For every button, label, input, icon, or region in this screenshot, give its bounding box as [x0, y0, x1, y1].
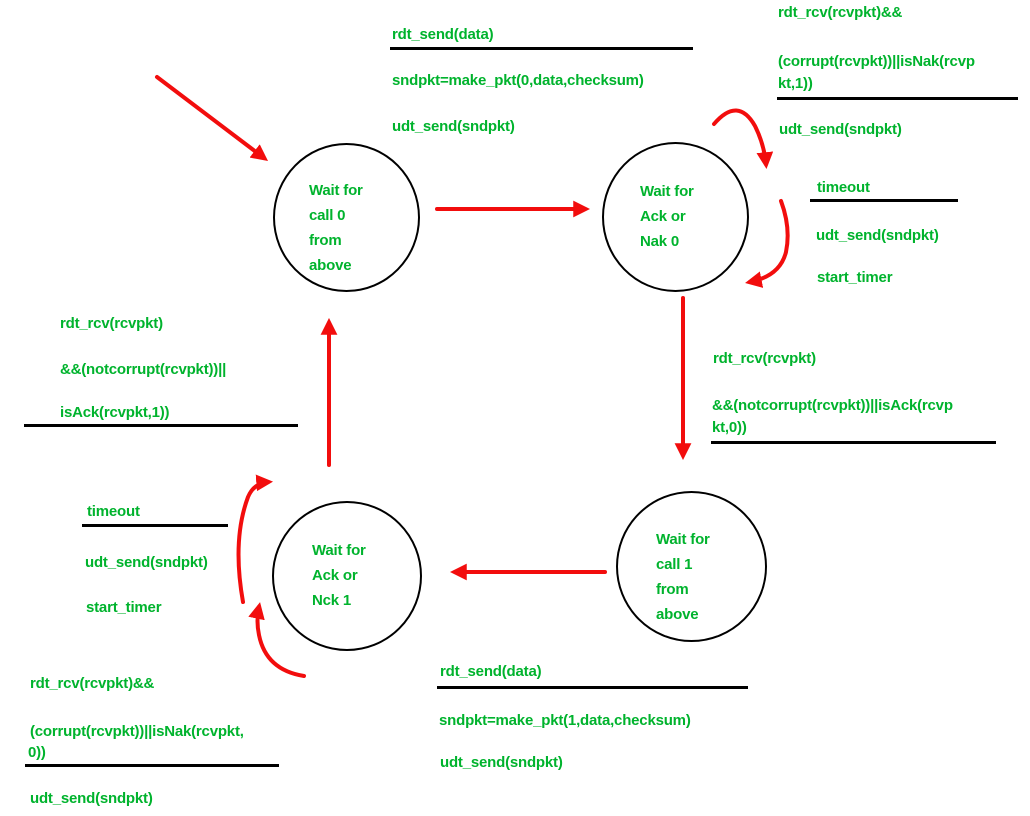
nak0-loop-event-line2: (corrupt(rcvpkt))||isNak(rcvp — [778, 53, 975, 70]
state-label-line: Nck 1 — [312, 592, 352, 609]
ack1-event-line3: isAck(rcvpkt,1)) — [60, 404, 170, 421]
nak0-loop-event-line1: rdt_rcv(rcvpkt)&& — [778, 4, 903, 21]
state-label-line: call 0 — [309, 207, 346, 224]
nak0-loop-action-label: udt_send(sndpkt) — [779, 121, 902, 138]
timeout0-action1-label: udt_send(sndpkt) — [816, 227, 939, 244]
ack1-event-line1: rdt_rcv(rcvpkt) — [60, 315, 163, 332]
state-wait-call-0: Wait for call 0 from above — [273, 143, 420, 292]
state-label-line: call 1 — [656, 556, 693, 573]
send1-action1-label: sndpkt=make_pkt(1,data,checksum) — [439, 712, 691, 729]
state-label-line: Nak 0 — [640, 233, 680, 250]
timeout0-event-label: timeout — [817, 179, 870, 196]
state-wait-call-1: Wait for call 1 from above — [616, 491, 767, 642]
nak1-loop-divider-line — [25, 764, 279, 767]
state-label-line: Ack or — [312, 567, 358, 584]
state-label-line: Wait for — [640, 183, 694, 200]
state-label-line: Ack or — [640, 208, 686, 225]
state-label-line: Wait for — [309, 182, 363, 199]
state-label-line: above — [656, 606, 699, 623]
selfloop-acknak0-lower-arrow — [745, 199, 790, 288]
send0-divider-line — [390, 47, 693, 50]
nak1-loop-event-line2: (corrupt(rcvpkt))||isNak(rcvpkt, — [30, 723, 244, 740]
state-label-line: Wait for — [656, 531, 710, 548]
timeout0-divider-line — [810, 199, 958, 202]
send0-action1-label: sndpkt=make_pkt(0,data,checksum) — [392, 72, 644, 89]
nak1-loop-event-line1: rdt_rcv(rcvpkt)&& — [30, 675, 155, 692]
state-wait-ack-nak-0: Wait for Ack or Nak 0 — [602, 142, 749, 292]
state-label-line: Wait for — [312, 542, 366, 559]
nak1-loop-event-line3: 0)) — [28, 744, 46, 761]
ack0-event-line3: kt,0)) — [712, 419, 747, 436]
send0-event-label: rdt_send(data) — [392, 26, 494, 43]
nak1-loop-action-label: udt_send(sndpkt) — [30, 790, 153, 807]
state-label-line: above — [309, 257, 352, 274]
timeout0-action2-label: start_timer — [817, 269, 893, 286]
state-wait-ack-nck-1: Wait for Ack or Nck 1 — [272, 501, 422, 651]
timeout1-action2-label: start_timer — [86, 599, 162, 616]
ack1-divider-line — [24, 424, 298, 427]
ack0-event-line2: &&(notcorrupt(rcvpkt))||isAck(rcvp — [712, 397, 953, 414]
selfloop-acknck1-upper-arrow — [236, 474, 274, 604]
timeout1-action1-label: udt_send(sndpkt) — [85, 554, 208, 571]
state-label-line: from — [309, 232, 342, 249]
nak0-loop-divider-line — [777, 97, 1018, 100]
timeout1-divider-line — [82, 524, 228, 527]
state-label-line: from — [656, 581, 689, 598]
send0-action2-label: udt_send(sndpkt) — [392, 119, 515, 134]
timeout1-event-label: timeout — [87, 503, 140, 520]
ack1-event-line2: &&(notcorrupt(rcvpkt))|| — [60, 361, 227, 378]
initial-state-arrow — [155, 75, 269, 162]
send1-action2-label: udt_send(sndpkt) — [440, 755, 563, 770]
nak0-loop-event-line3: kt,1)) — [778, 75, 813, 92]
ack0-event-line1: rdt_rcv(rcvpkt) — [713, 350, 816, 367]
send1-event-label: rdt_send(data) — [440, 663, 542, 680]
send1-divider-line — [437, 686, 748, 689]
ack0-divider-line — [711, 441, 996, 444]
